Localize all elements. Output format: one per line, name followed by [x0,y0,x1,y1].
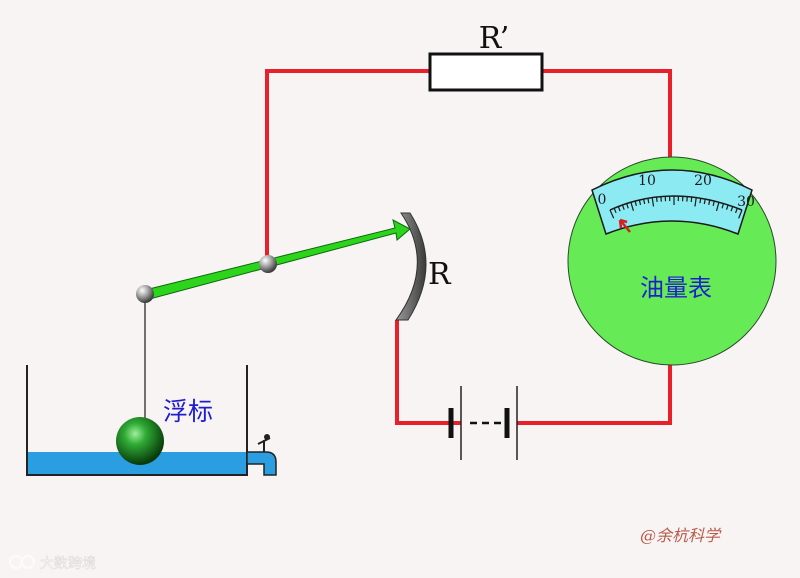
scale-tick-mark [712,200,715,207]
wire-top-right [542,69,672,160]
wire-top-left [265,69,430,262]
faucet [246,451,277,476]
circuit-wires [265,69,672,425]
fuel-gauge: 0 10 20 30 油量表 [567,156,777,366]
wire-bottom-left [395,320,461,425]
scale-tick-mark [613,207,617,214]
logo-text: 大数跨境 [40,556,96,572]
rheostat-label: R [428,257,452,292]
scale-tick-10: 10 [638,173,656,189]
logo-watermark: 大数跨境 [9,555,96,572]
scale-tick-mark [703,198,706,205]
scale-tick-20: 20 [694,173,712,189]
scale-tick-mark [694,197,697,207]
wire-contact-pivot [259,255,277,273]
scale-tick-mark [651,197,655,207]
gauge-scale [591,169,753,235]
gauge-label: 油量表 [640,274,712,302]
float-ball [116,417,164,465]
scale-tick-mark [725,204,729,210]
scale-tick-0: 0 [598,192,607,208]
scale-tick-mark [699,198,702,204]
author-watermark: @余杭科学 [640,526,722,545]
scale-tick-mark [655,196,658,203]
scale-tick-mark [730,206,734,212]
scale-tick-mark [638,199,642,205]
resistor-label: R’ [479,21,509,56]
scale-tick-mark [643,198,646,205]
scale-tick-30: 30 [737,194,755,210]
scale-tick-mark [626,203,629,209]
battery [448,386,518,460]
scale-tick-mark [634,200,637,207]
scale-tick-mark [617,206,621,212]
scale-tick-mark [715,202,720,212]
wire-bottom-right [517,362,672,425]
gauge-needle [618,218,631,233]
rheostat [395,212,427,321]
float-label: 浮标 [163,397,213,426]
fixed-resistor [428,52,544,92]
scale-tick-mark [690,196,693,203]
scale-tick-mark [621,204,625,210]
lever-arrow [144,219,411,301]
scale-tick-mark [721,203,725,209]
scale-tick-mark [630,202,635,212]
scale-tick-mark [647,198,650,204]
scale-tick-mark [609,209,615,219]
scale-tick-mark [735,207,738,214]
lever-pivot [136,285,154,303]
scale-tick-mark [738,209,743,219]
scale-tick-mark [708,199,711,205]
